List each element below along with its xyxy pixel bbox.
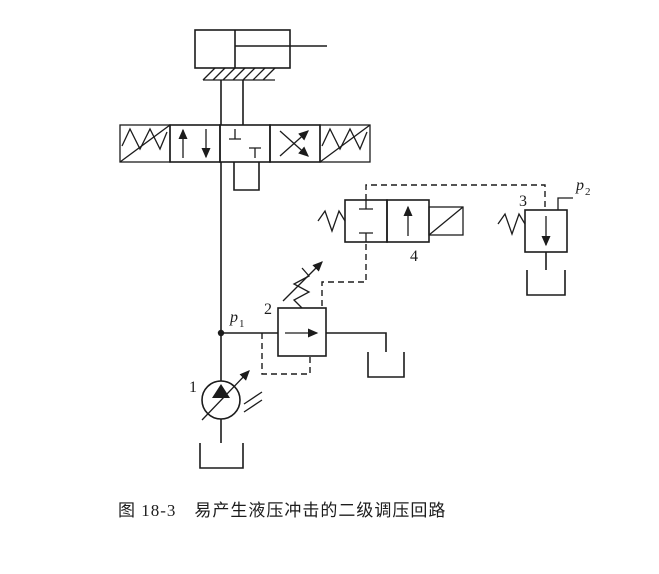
label-p2-sub: 2 [585, 186, 591, 198]
solenoid-valve-4 [317, 184, 546, 243]
drain-line-dashed [261, 333, 311, 375]
spring-icon [121, 127, 168, 151]
figure-title: 易产生液压冲击的二级调压回路 [194, 501, 447, 520]
directional-valve-main [119, 124, 371, 191]
hydraulic-pump-1 [199, 370, 263, 469]
figure-number: 图 18-3 [118, 501, 177, 520]
crossed-arrow-icon [279, 130, 309, 157]
spring-icon [321, 127, 368, 151]
cylinder-ram-stem [220, 80, 244, 125]
tank-icon [367, 352, 405, 378]
solenoid-box-icon [319, 124, 371, 163]
drive-shaft-icon [243, 391, 263, 413]
label-pump: 1 [189, 379, 197, 396]
hydraulic-cylinder [194, 29, 327, 125]
label-valve-4: 4 [410, 248, 418, 265]
label-p2-base: p [575, 177, 584, 194]
label-p1-base: p [229, 309, 238, 326]
solenoid-spring-right [319, 124, 371, 163]
pilot-line-dashed [321, 242, 367, 306]
solenoid-box-icon [119, 124, 171, 163]
mounting-hatch [202, 67, 276, 81]
spring-icon [317, 209, 346, 233]
label-p1-sub: 1 [239, 318, 245, 330]
pump-flow-triangle [212, 384, 230, 398]
tank-icon [199, 443, 244, 469]
closed-port-icon [359, 200, 373, 242]
remote-relief-valve-3 [497, 197, 573, 296]
tank-icon [233, 162, 260, 191]
adjustable-arrow-icon [282, 261, 323, 302]
label-valve-3: 3 [519, 193, 527, 210]
cylinder-body [194, 29, 291, 69]
valve-position-center [219, 124, 271, 163]
solenoid-box-icon [428, 206, 464, 236]
pilot-relief-valve-2 [261, 242, 405, 378]
supply-line-group [217, 162, 278, 381]
relief-valve-2-body [277, 307, 327, 357]
figure-caption: 图 18-3 易产生液压冲击的二级调压回路 [0, 480, 659, 521]
valve-position-left [169, 124, 221, 163]
spring-icon [497, 212, 526, 236]
hydraulic-circuit-diagram: 1 2 3 4 p 1 p 2 [119, 29, 591, 469]
solenoid-spring-left [119, 124, 171, 163]
solenoid-slash-icon [319, 124, 371, 163]
pressure-port-bracket [557, 197, 573, 210]
solenoid-slash-icon [119, 124, 171, 163]
valve-position-right [269, 124, 321, 163]
closed-port-icon [229, 129, 261, 158]
remote-pilot-line-dashed [365, 184, 546, 210]
variable-arrow-icon [201, 370, 250, 421]
tank-icon [526, 270, 566, 296]
solenoid-slash-icon [428, 206, 464, 236]
spring-icon [292, 267, 311, 309]
valve2-outlet-line [326, 332, 387, 352]
label-valve-2: 2 [264, 301, 272, 318]
component-labels: 1 2 3 4 p 1 p 2 [189, 177, 591, 396]
